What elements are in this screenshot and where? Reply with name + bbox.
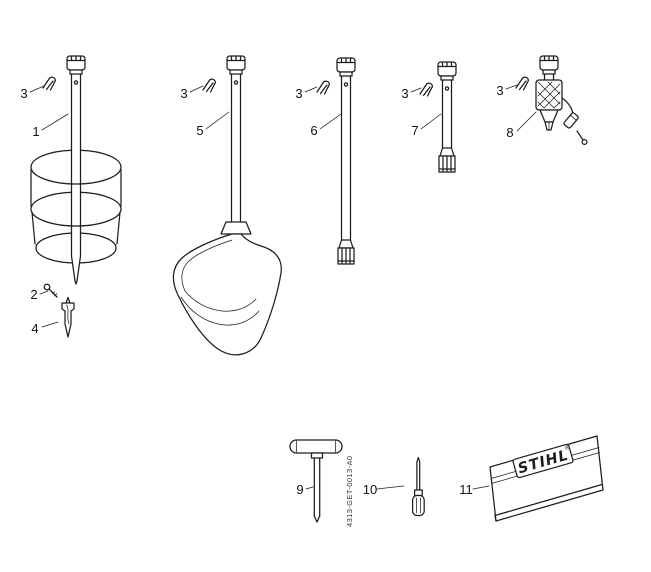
guard-outline — [172, 233, 282, 356]
callout-3: 3 — [295, 86, 302, 101]
callout-3: 3 — [20, 86, 27, 101]
guard-bracket — [220, 221, 252, 235]
callout-9: 9 — [296, 482, 303, 497]
callout-7: 7 — [411, 123, 418, 138]
registered-trademark-icon: ® — [564, 444, 572, 452]
callout-2: 2 — [30, 287, 37, 302]
part-3-clip-pin — [202, 78, 217, 93]
leader-line — [205, 111, 230, 130]
part-6-extension-shaft-long — [336, 57, 356, 265]
part-4-drill-bit — [61, 296, 75, 338]
auger-point — [70, 255, 82, 285]
spline-coupling — [337, 247, 355, 265]
shaft-cap-icon — [226, 55, 246, 75]
knurl-hatching — [537, 81, 561, 109]
part-3-clip-pin — [515, 76, 530, 91]
chuck-key — [563, 112, 579, 129]
callout-6: 6 — [310, 123, 317, 138]
callout-8: 8 — [506, 125, 513, 140]
part-11-pouch: STIHL ® — [489, 435, 604, 522]
part-3-clip-pin — [42, 76, 57, 91]
callout-3: 3 — [180, 86, 187, 101]
leader-line — [189, 85, 204, 93]
callout-3: 3 — [401, 86, 408, 101]
leader-line — [319, 113, 342, 130]
part-1-earth-auger — [30, 55, 122, 285]
part-3-clip-pin — [419, 82, 434, 97]
screwdriver-handle — [411, 494, 425, 517]
callout-11: 11 — [459, 482, 473, 497]
part-9-t-handle-wrench — [289, 439, 343, 523]
screwdriver-ferrule — [413, 489, 423, 497]
leader-line — [410, 87, 422, 93]
auger-flight — [30, 149, 122, 264]
wrench-handle-bar — [289, 439, 343, 454]
wrench-tip — [313, 515, 321, 523]
part-5-shaft-with-guard — [172, 55, 282, 356]
spline-coupling — [438, 155, 456, 173]
part-2-screw — [43, 283, 58, 298]
leader-line — [39, 290, 49, 295]
leader-line — [420, 113, 442, 130]
shaft-cap-icon — [539, 55, 559, 75]
leader-line — [516, 111, 537, 132]
leader-line — [41, 321, 59, 328]
callout-5: 5 — [196, 123, 203, 138]
clip-hole — [343, 82, 349, 87]
leader-line — [472, 485, 490, 490]
pouch-outline — [489, 435, 604, 522]
clip-hole — [444, 86, 450, 91]
part-7-extension-shaft-short — [437, 61, 457, 173]
leader-line — [29, 85, 45, 93]
callout-10: 10 — [363, 482, 377, 497]
leader-line — [505, 84, 518, 90]
part-10-screwdriver — [411, 456, 425, 517]
shaft-cap-icon — [336, 57, 356, 77]
part-8-drill-chuck — [535, 55, 588, 146]
shaft-cap-icon — [66, 55, 86, 75]
clip-hole — [73, 80, 79, 85]
leader-lines — [29, 84, 537, 490]
callout-1: 1 — [32, 124, 39, 139]
leader-line — [305, 486, 314, 490]
callout-4: 4 — [31, 321, 38, 336]
part-3-clip-pin — [316, 80, 331, 95]
callout-3: 3 — [496, 83, 503, 98]
leader-line — [41, 113, 69, 131]
leader-line — [304, 86, 318, 93]
doc-code: 4313-GET-0013-A0 — [345, 456, 354, 527]
clip-hole — [233, 80, 239, 85]
leader-line — [376, 485, 405, 490]
shaft-cap-icon — [437, 61, 457, 81]
